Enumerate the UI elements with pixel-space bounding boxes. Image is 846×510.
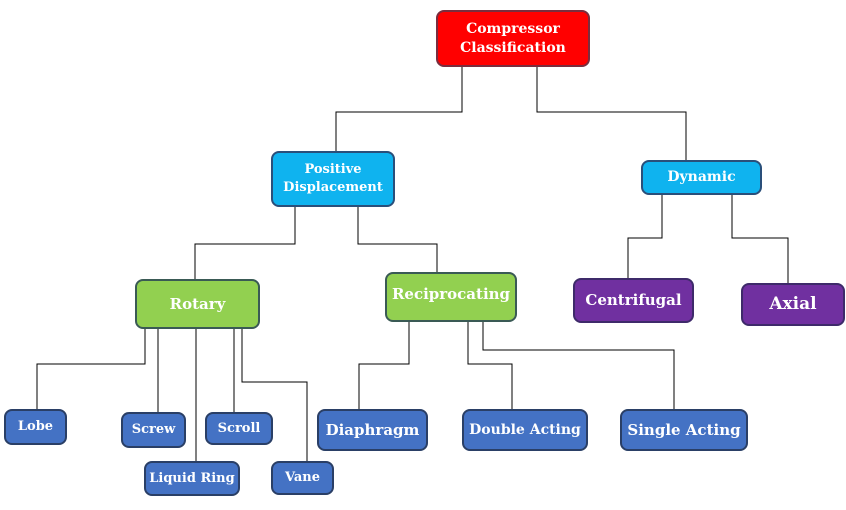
link-rotary-vane (241, 328, 308, 462)
positive-displacement-line1: Positive (304, 162, 362, 178)
link-reciprocating-double-acting (467, 321, 513, 410)
dynamic-node: Dynamic (641, 160, 762, 195)
reciprocating-node: Reciprocating (385, 272, 517, 322)
double-acting-node: Double Acting (462, 409, 588, 451)
scroll-node: Scroll (205, 412, 273, 445)
compressor-classification-node: Compressor Classification (436, 10, 590, 67)
centrifugal-node: Centrifugal (573, 278, 694, 323)
link-root-positive-displacement (335, 66, 463, 152)
diaphragm-node: Diaphragm (317, 409, 428, 451)
positive-displacement-node: Positive Displacement (271, 151, 395, 207)
link-root-dynamic (536, 66, 687, 161)
link-dynamic-axial (731, 194, 789, 284)
link-reciprocating-single-acting (482, 321, 675, 410)
axial-node: Axial (741, 283, 845, 326)
root-line2: Classification (460, 39, 566, 56)
positive-displacement-line2: Displacement (283, 180, 383, 195)
vane-node: Vane (271, 461, 334, 495)
link-pd-rotary (194, 206, 296, 280)
root-line1: Compressor (466, 20, 560, 37)
link-dynamic-centrifugal (627, 194, 663, 279)
single-acting-node: Single Acting (620, 409, 748, 451)
liquid-ring-node: Liquid Ring (144, 461, 240, 496)
screw-node: Screw (121, 412, 186, 448)
link-pd-reciprocating (357, 206, 438, 273)
lobe-node: Lobe (4, 409, 67, 445)
link-reciprocating-diaphragm (358, 321, 410, 410)
rotary-node: Rotary (135, 279, 260, 329)
link-rotary-lobe (36, 328, 146, 410)
